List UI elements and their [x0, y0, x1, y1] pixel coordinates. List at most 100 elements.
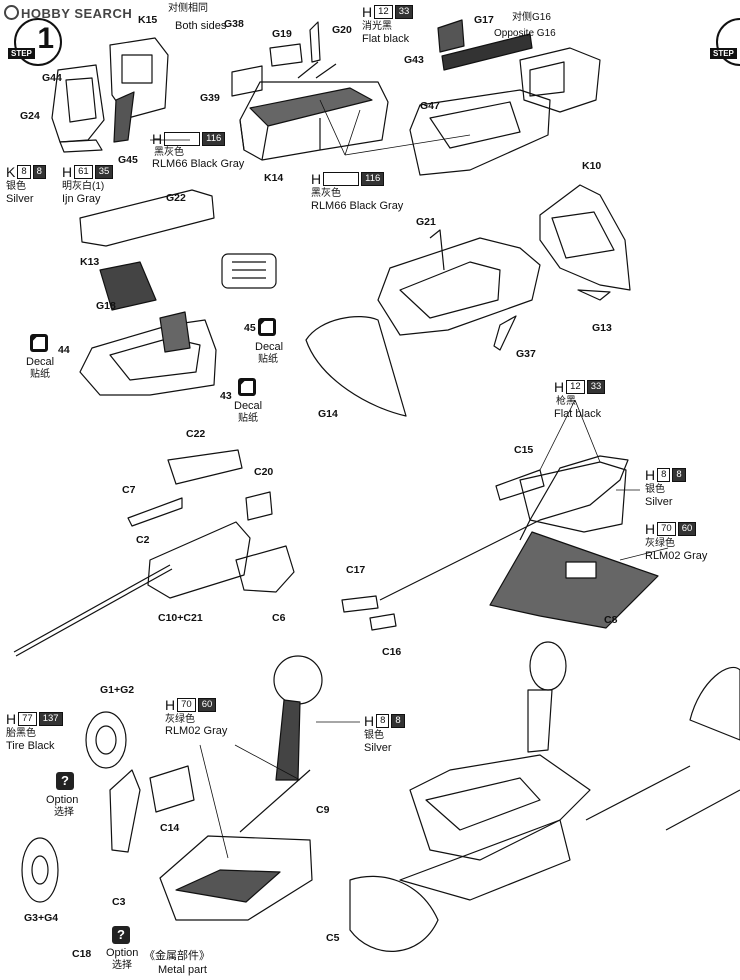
option-icon: ? — [56, 772, 74, 790]
part-label: G14 — [318, 408, 338, 420]
part-label: K15 — [138, 14, 158, 26]
option-icon: ? — [112, 926, 130, 944]
part-label: C14 — [160, 822, 180, 834]
paint-name-cn: 枪黑 — [556, 396, 576, 407]
seat-assembly-drawing — [51, 37, 169, 153]
part-label: G37 — [516, 348, 536, 360]
paint-name-en: Ijn Gray — [62, 193, 101, 205]
part-label: G1+G2 — [100, 684, 135, 696]
watermark-text: HOBBY SEARCH — [21, 6, 133, 21]
part-label: C6 — [272, 612, 286, 624]
cannon-assembly-drawing — [13, 449, 295, 657]
part-label: G39 — [200, 92, 220, 104]
paint-callout-h116-lower: H 116 — [311, 172, 385, 186]
part-label: C16 — [382, 646, 402, 658]
part-label: C15 — [514, 444, 534, 456]
part-label: C5 — [326, 932, 340, 944]
part-label: G45 — [118, 154, 138, 166]
paint-name-cn: 消光黑 — [362, 21, 392, 32]
part-label: C8 — [604, 614, 618, 626]
paint-name-cn: 银色 — [6, 181, 26, 192]
part-label: G43 — [404, 54, 424, 66]
part-label: G22 — [166, 192, 186, 204]
fuselage-insert-k13-drawing — [79, 189, 277, 396]
part-label: K10 — [582, 160, 602, 172]
paint-name-en: RLM02 Gray — [165, 725, 228, 737]
step-1-label: STEP — [8, 48, 35, 59]
decal-label-cn: 贴纸 — [30, 369, 50, 380]
metal-part-label-en: Metal part — [158, 964, 207, 976]
paint-name-cn: 黑灰色 — [154, 147, 184, 158]
decal-label-en: Decal — [26, 356, 55, 368]
part-label: G20 — [332, 24, 352, 36]
part-label: G21 — [416, 216, 436, 228]
part-label: G47 — [420, 100, 440, 112]
part-label: C7 — [122, 484, 136, 496]
part-label: G19 — [272, 28, 292, 40]
both-sides-note-cn: 对侧相同 — [168, 3, 208, 14]
decal-icon — [258, 318, 276, 336]
paint-callout-h116-upper: H 116 — [152, 132, 226, 146]
part-label: K14 — [264, 172, 284, 184]
paint-name-cn: 银色 — [364, 730, 384, 741]
landing-gear-right-drawing — [349, 641, 740, 952]
part-label: G3+G4 — [24, 912, 59, 924]
step-1-badge: STEP 1 — [8, 18, 62, 66]
part-label: G13 — [592, 322, 612, 334]
paint-name-cn: 胎黑色 — [6, 728, 36, 739]
step-2-label: STEP — [710, 48, 737, 59]
paint-name-en: Flat black — [554, 408, 602, 420]
breech-and-floor-c8-drawing — [341, 455, 659, 631]
part-label: C9 — [316, 804, 330, 816]
paint-name-cn: 黑灰色 — [311, 188, 341, 199]
decal-label-cn: 贴纸 — [238, 413, 258, 424]
decal-label-en: Decal — [234, 400, 263, 412]
metal-part-label-cn: 《金属部件》 — [144, 950, 210, 962]
leader-lines — [150, 99, 669, 859]
part-label: 44 — [58, 344, 70, 356]
cockpit-tub-right-drawing — [409, 19, 601, 176]
decal-icon — [30, 334, 48, 352]
option-label-cn: 选择 — [54, 807, 74, 818]
part-label: C22 — [186, 428, 206, 440]
part-label: G24 — [20, 110, 40, 122]
part-label: G38 — [224, 18, 244, 30]
both-sides-note-en: Both sides — [175, 20, 227, 32]
option-label-en: Option — [106, 947, 139, 959]
part-label: C2 — [136, 534, 150, 546]
paint-name-en: Tire Black — [6, 740, 55, 752]
paint-name-cn: 银色 — [645, 484, 665, 495]
part-label: C10+C21 — [158, 612, 203, 624]
part-label: K13 — [80, 256, 100, 268]
paint-name-cn: 明灰白(1) — [62, 181, 105, 192]
paint-name-en: Flat black — [362, 33, 410, 45]
decal-label-en: Decal — [255, 341, 284, 353]
paint-name-en: Silver — [645, 496, 673, 508]
paint-name-cn: 灰绿色 — [165, 714, 195, 725]
paint-name-en: RLM66 Black Gray — [152, 158, 245, 170]
part-label: 43 — [220, 390, 232, 402]
part-label: C20 — [254, 466, 274, 478]
step-1-number: 1 — [37, 22, 54, 55]
option-label-en: Option — [46, 794, 79, 806]
cockpit-tub-k14-drawing — [231, 21, 389, 161]
paint-name-cn: 灰绿色 — [645, 538, 675, 549]
fuselage-k10-drawing — [305, 184, 631, 417]
watermark-mark-icon — [4, 5, 19, 20]
option-label-cn: 选择 — [112, 960, 132, 971]
watermark-logo: HOBBY SEARCH — [4, 5, 132, 21]
opposite-note-en: Opposite G16 — [494, 28, 556, 39]
paint-name-en: Silver — [6, 193, 34, 205]
part-label: G17 — [474, 14, 494, 26]
part-label: 45 — [244, 322, 256, 334]
part-label: G18 — [96, 300, 116, 312]
